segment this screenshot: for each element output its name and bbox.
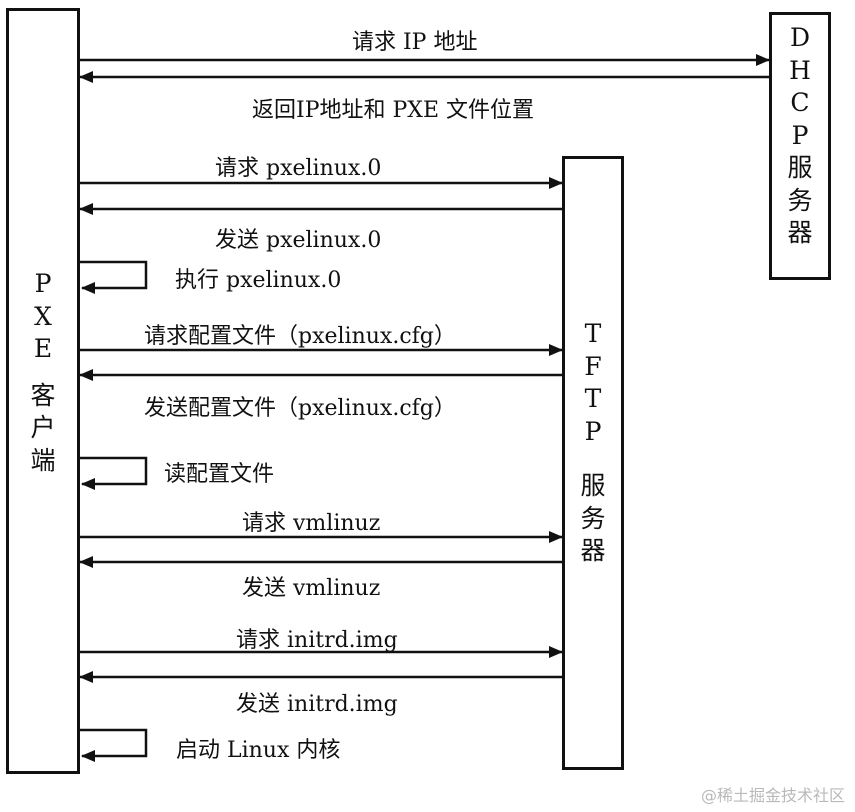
label-char: 户 bbox=[30, 413, 56, 442]
pxe-client-label: P X E 客 户 端 bbox=[6, 268, 80, 477]
label-char: 器 bbox=[580, 536, 606, 565]
message-label: 发送 vmlinuz bbox=[242, 576, 381, 601]
message-label: 请求配置文件（pxelinux.cfg） bbox=[144, 324, 456, 349]
dhcp-server-box bbox=[769, 12, 837, 286]
label-char: C bbox=[790, 88, 810, 117]
label-char: T bbox=[584, 319, 602, 348]
label-char: P bbox=[584, 416, 602, 446]
message-label: 返回IP地址和 PXE 文件位置 bbox=[252, 98, 535, 123]
message-label: 执行 pxelinux.0 bbox=[175, 268, 342, 293]
label-char: 务 bbox=[787, 185, 813, 215]
message-label: 发送 initrd.img bbox=[236, 692, 398, 717]
label-char: P bbox=[791, 120, 809, 150]
self-call-arrow bbox=[80, 456, 148, 490]
label-char: P bbox=[34, 269, 52, 298]
label-char: F bbox=[584, 351, 602, 381]
pxe-client-box bbox=[6, 8, 86, 780]
label-char: 端 bbox=[30, 445, 56, 475]
label-char: 服 bbox=[580, 471, 606, 500]
dhcp-server-label: D H C P 服 务 器 bbox=[769, 22, 831, 250]
label-char: 服 bbox=[787, 153, 813, 182]
label-char: X bbox=[34, 301, 52, 331]
message-label: 读配置文件 bbox=[164, 462, 275, 487]
message-label: 请求 IP 地址 bbox=[352, 30, 478, 55]
label-char: 器 bbox=[787, 218, 813, 247]
message-label: 启动 Linux 内核 bbox=[176, 738, 341, 763]
label-char: T bbox=[584, 384, 602, 413]
message-label: 发送 pxelinux.0 bbox=[215, 228, 382, 253]
message-label: 请求 vmlinuz bbox=[242, 511, 381, 536]
label-char: E bbox=[33, 334, 53, 363]
tftp-server-box bbox=[562, 156, 630, 776]
message-label: 请求 pxelinux.0 bbox=[215, 156, 382, 181]
label-char: 客 bbox=[30, 380, 56, 410]
message-label: 请求 initrd.img bbox=[236, 628, 398, 653]
message-label: 发送配置文件（pxelinux.cfg） bbox=[144, 396, 456, 421]
label-char: 务 bbox=[580, 503, 606, 533]
self-call-arrow bbox=[80, 260, 148, 294]
self-call-arrow bbox=[80, 728, 148, 762]
watermark: @稀土掘金技术社区 bbox=[700, 786, 845, 805]
label-char: D bbox=[789, 23, 811, 52]
label-char: H bbox=[789, 55, 811, 85]
tftp-server-label: T F T P 服 务 器 bbox=[562, 318, 624, 568]
